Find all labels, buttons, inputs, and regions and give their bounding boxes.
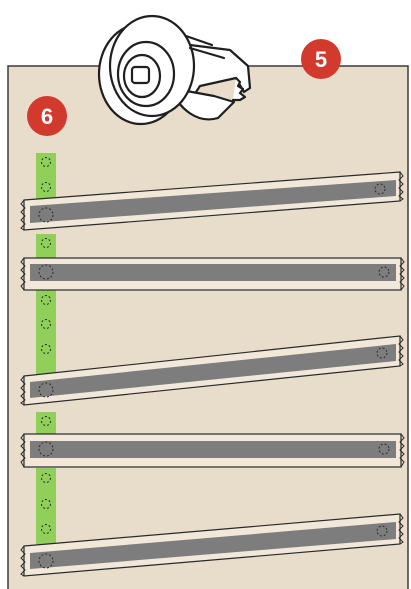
dashed-circle-icon — [38, 441, 54, 457]
green-tape-segment — [36, 468, 56, 546]
dashed-circle-icon — [41, 499, 51, 509]
step-badge-6: 6 — [27, 96, 67, 136]
tape-dispenser-icon — [97, 14, 252, 126]
dashed-circle-icon — [374, 183, 386, 195]
dashed-circle-icon — [41, 182, 51, 192]
tape-strip-4 — [20, 433, 405, 468]
step-number-6: 6 — [41, 104, 53, 129]
green-tape-segment — [36, 234, 56, 258]
dashed-circle-icon — [41, 524, 51, 534]
tape-strip-1 — [20, 171, 404, 231]
dashed-circle-icon — [38, 553, 54, 569]
dashed-circle-icon — [376, 525, 388, 537]
dashed-circle-icon — [38, 264, 54, 280]
dashed-circle-icon — [41, 319, 51, 329]
tape-strip-3 — [20, 335, 404, 406]
dashed-circle-icon — [41, 473, 51, 483]
green-tape-column — [36, 153, 56, 546]
dashed-circle-icon — [41, 416, 51, 426]
dashed-circle-icon — [41, 344, 51, 354]
dashed-circle-icon — [41, 238, 51, 248]
step-badge-5: 5 — [301, 39, 341, 79]
green-tape-holes — [41, 157, 51, 534]
tape-strip-2 — [20, 257, 405, 291]
tape-strip-5 — [20, 513, 404, 577]
dashed-circle-icon — [41, 295, 51, 305]
dashed-circle-icon — [376, 347, 388, 359]
cardboard-panel — [7, 65, 409, 589]
dashed-circle-icon — [378, 266, 390, 278]
dashed-circle-icon — [41, 157, 51, 167]
step-number-5: 5 — [315, 47, 327, 72]
dashed-circle-icon — [378, 443, 390, 455]
dashed-circle-icon — [38, 207, 54, 223]
dashed-circle-icon — [38, 382, 54, 398]
green-tape-segment — [36, 290, 56, 376]
green-tape-segment — [36, 412, 56, 436]
green-tape-segment — [36, 153, 56, 199]
